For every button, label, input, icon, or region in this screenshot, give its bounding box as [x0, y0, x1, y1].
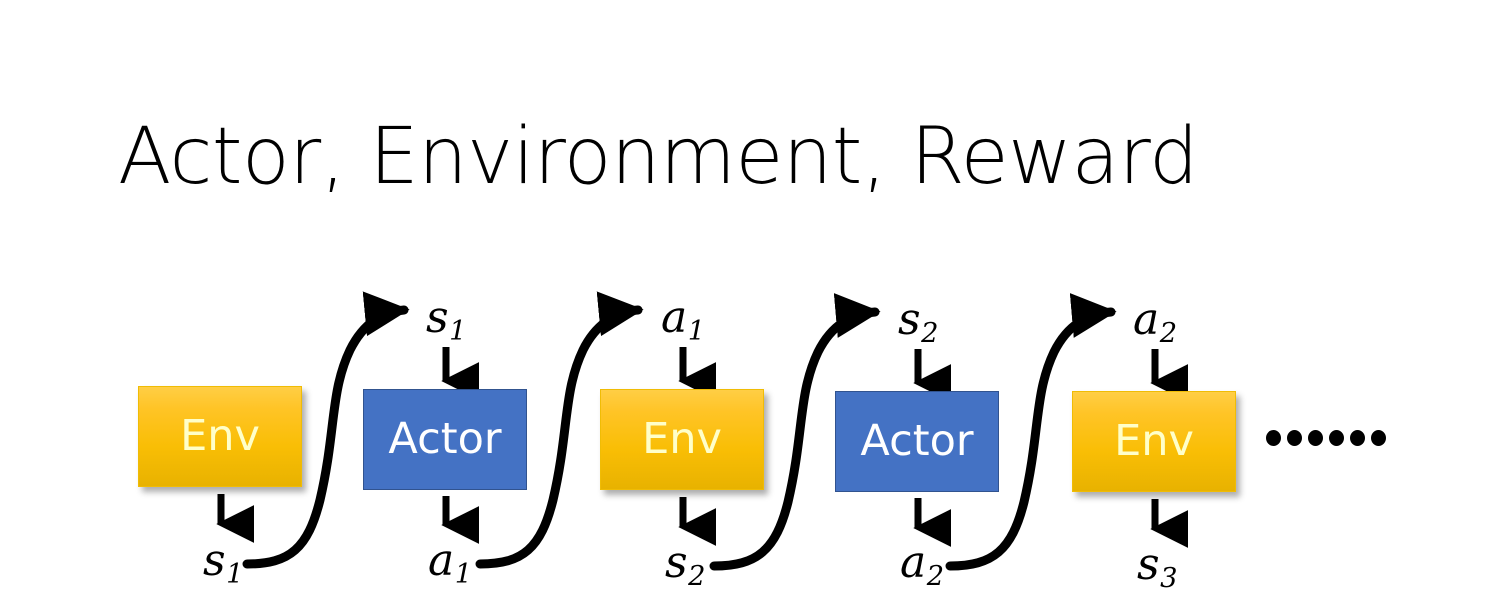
node-label: Actor: [860, 416, 974, 466]
continuation-ellipsis: [1266, 430, 1386, 446]
ellipsis-dot: [1350, 430, 1365, 446]
label-sub: 2: [1159, 318, 1178, 350]
curve-s2-feedback: [709, 293, 881, 571]
ellipsis-dot: [1329, 430, 1344, 446]
node-label: Actor: [388, 414, 502, 464]
ellipsis-dot: [1371, 430, 1386, 446]
label-top-a1: a1: [661, 296, 706, 348]
ellipsis-dot-group: [1329, 430, 1386, 446]
ellipsis-dot: [1266, 430, 1281, 446]
label-bottom-s3: s3: [1137, 543, 1178, 595]
label-bottom-s2: s2: [665, 541, 706, 593]
label-base: a: [661, 292, 688, 343]
node-env-3[interactable]: Env: [1072, 391, 1236, 492]
page-title: Actor, Environment, Reward: [118, 112, 1198, 202]
node-env-1[interactable]: Env: [138, 386, 302, 487]
label-base: s: [426, 292, 449, 343]
label-sub: 1: [226, 559, 244, 591]
curve-s1-feedback: [242, 291, 410, 569]
label-base: s: [665, 537, 688, 588]
label-base: a: [1133, 294, 1160, 345]
label-bottom-a1: a1: [428, 539, 473, 591]
node-actor-2[interactable]: Actor: [835, 391, 999, 492]
node-label: Env: [1114, 416, 1194, 466]
label-top-s1: s1: [426, 296, 467, 348]
label-base: s: [898, 294, 921, 345]
node-actor-1[interactable]: Actor: [363, 389, 527, 490]
label-top-a2: a2: [1133, 298, 1178, 350]
node-label: Env: [180, 411, 260, 461]
label-sub: 3: [1160, 563, 1178, 595]
ellipsis-dot-group: [1266, 430, 1323, 446]
label-sub: 2: [926, 561, 945, 593]
label-base: a: [428, 535, 455, 586]
label-base: s: [1137, 539, 1160, 590]
label-base: a: [900, 537, 927, 588]
label-sub: 2: [688, 561, 706, 593]
label-top-s2: s2: [898, 298, 939, 350]
curve-a2-feedback: [945, 293, 1117, 571]
node-label: Env: [642, 414, 722, 464]
label-base: s: [203, 535, 226, 586]
label-sub: 2: [921, 318, 939, 350]
label-bottom-s1: s1: [203, 539, 244, 591]
node-env-2[interactable]: Env: [600, 389, 764, 490]
label-sub: 1: [687, 316, 706, 348]
ellipsis-dot: [1287, 430, 1302, 446]
curve-a1-feedback: [475, 291, 644, 569]
label-sub: 1: [449, 316, 467, 348]
label-bottom-a2: a2: [900, 541, 945, 593]
ellipsis-dot: [1308, 430, 1323, 446]
label-sub: 1: [454, 559, 473, 591]
